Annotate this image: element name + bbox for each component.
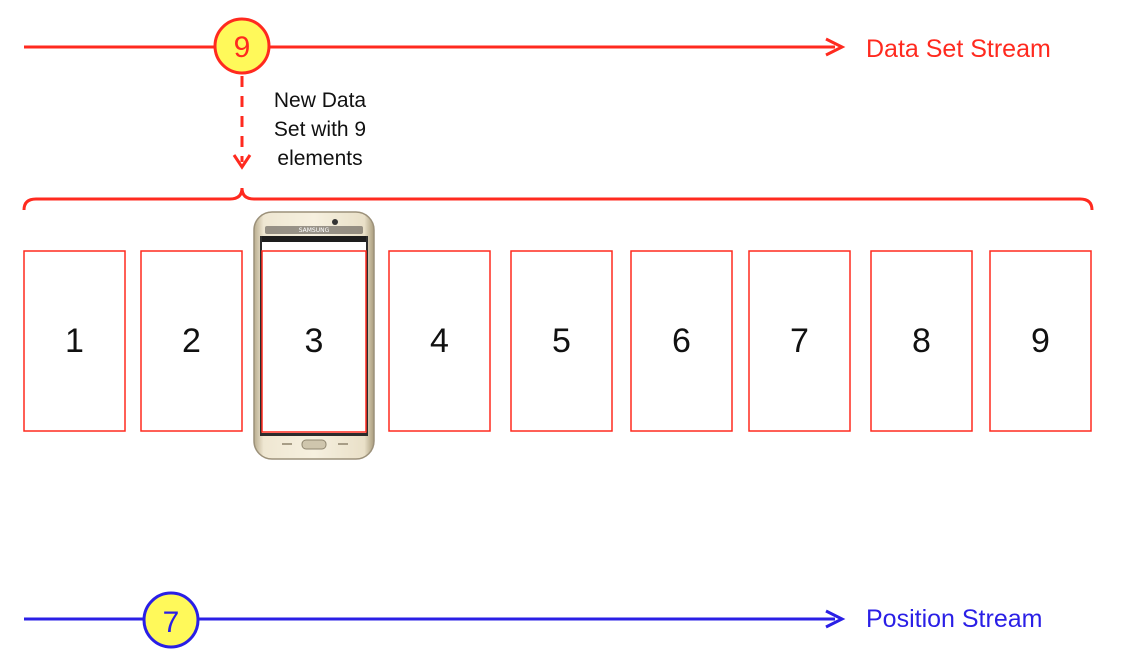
note-line-1: New Data [274, 89, 367, 112]
item-box-label: 2 [182, 322, 201, 360]
item-box-label: 7 [790, 322, 809, 360]
data-set-stream: Data Set Stream 9 [24, 17, 1051, 75]
item-box[interactable]: 5 [510, 250, 613, 432]
data-set-stream-arrowhead [825, 37, 846, 57]
item-box[interactable]: 1 [23, 250, 126, 432]
phone-camera-icon [332, 219, 338, 225]
item-box[interactable]: 2 [140, 250, 243, 432]
item-box-border [630, 250, 733, 432]
item-box-label: 9 [1031, 322, 1050, 360]
item-box-label: 8 [912, 322, 931, 360]
phone-screen [262, 240, 366, 433]
data-set-brace [22, 187, 1094, 211]
data-set-marble-value: 9 [234, 31, 251, 64]
item-box-border [510, 250, 613, 432]
item-box-label: 1 [65, 322, 84, 360]
phone-earpiece [265, 226, 363, 234]
new-data-set-arrow [232, 76, 252, 170]
item-box-label: 5 [552, 322, 571, 360]
phone-home-button [301, 439, 327, 450]
item-box-border [748, 250, 851, 432]
item-box-label: 4 [430, 322, 449, 360]
item-boxes: 1 2 3 4 5 6 7 8 9 [23, 250, 1092, 433]
note-line-2: Set with 9 [274, 118, 366, 141]
data-set-marble[interactable]: 9 [213, 17, 271, 75]
item-box[interactable]: 7 [748, 250, 851, 432]
data-set-marble-circle [213, 17, 271, 75]
data-set-stream-label: Data Set Stream [866, 35, 1051, 63]
item-box-label: 6 [672, 322, 691, 360]
position-marble[interactable]: 7 [142, 591, 200, 649]
phone-recent-key [338, 443, 348, 445]
item-box-border [870, 250, 973, 432]
item-box-label: 3 [305, 322, 324, 360]
item-box-border [23, 250, 126, 432]
item-box[interactable]: 4 [388, 250, 491, 432]
item-box-border [140, 250, 243, 432]
item-box[interactable]: 8 [870, 250, 973, 432]
position-stream-arrowhead [825, 609, 846, 629]
item-box[interactable]: 3 [261, 250, 367, 433]
item-box[interactable]: 6 [630, 250, 733, 432]
position-marble-value: 7 [163, 606, 180, 639]
position-marble-circle [142, 591, 200, 649]
item-box-border [388, 250, 491, 432]
note-line-3: elements [277, 147, 362, 170]
item-box-border [261, 250, 367, 433]
new-data-set-note: New Data Set with 9 elements [274, 89, 367, 170]
item-box[interactable]: 9 [989, 250, 1092, 432]
dashed-arrow-head [232, 154, 252, 170]
phone-back-key [282, 443, 292, 445]
phone-device: SAMSUNG [253, 211, 375, 460]
phone-brand: SAMSUNG [299, 227, 330, 234]
position-stream-label: Position Stream [866, 605, 1042, 633]
item-box-border [989, 250, 1092, 432]
phone-status-bar [262, 236, 366, 242]
position-stream: Position Stream 7 [24, 591, 1042, 649]
